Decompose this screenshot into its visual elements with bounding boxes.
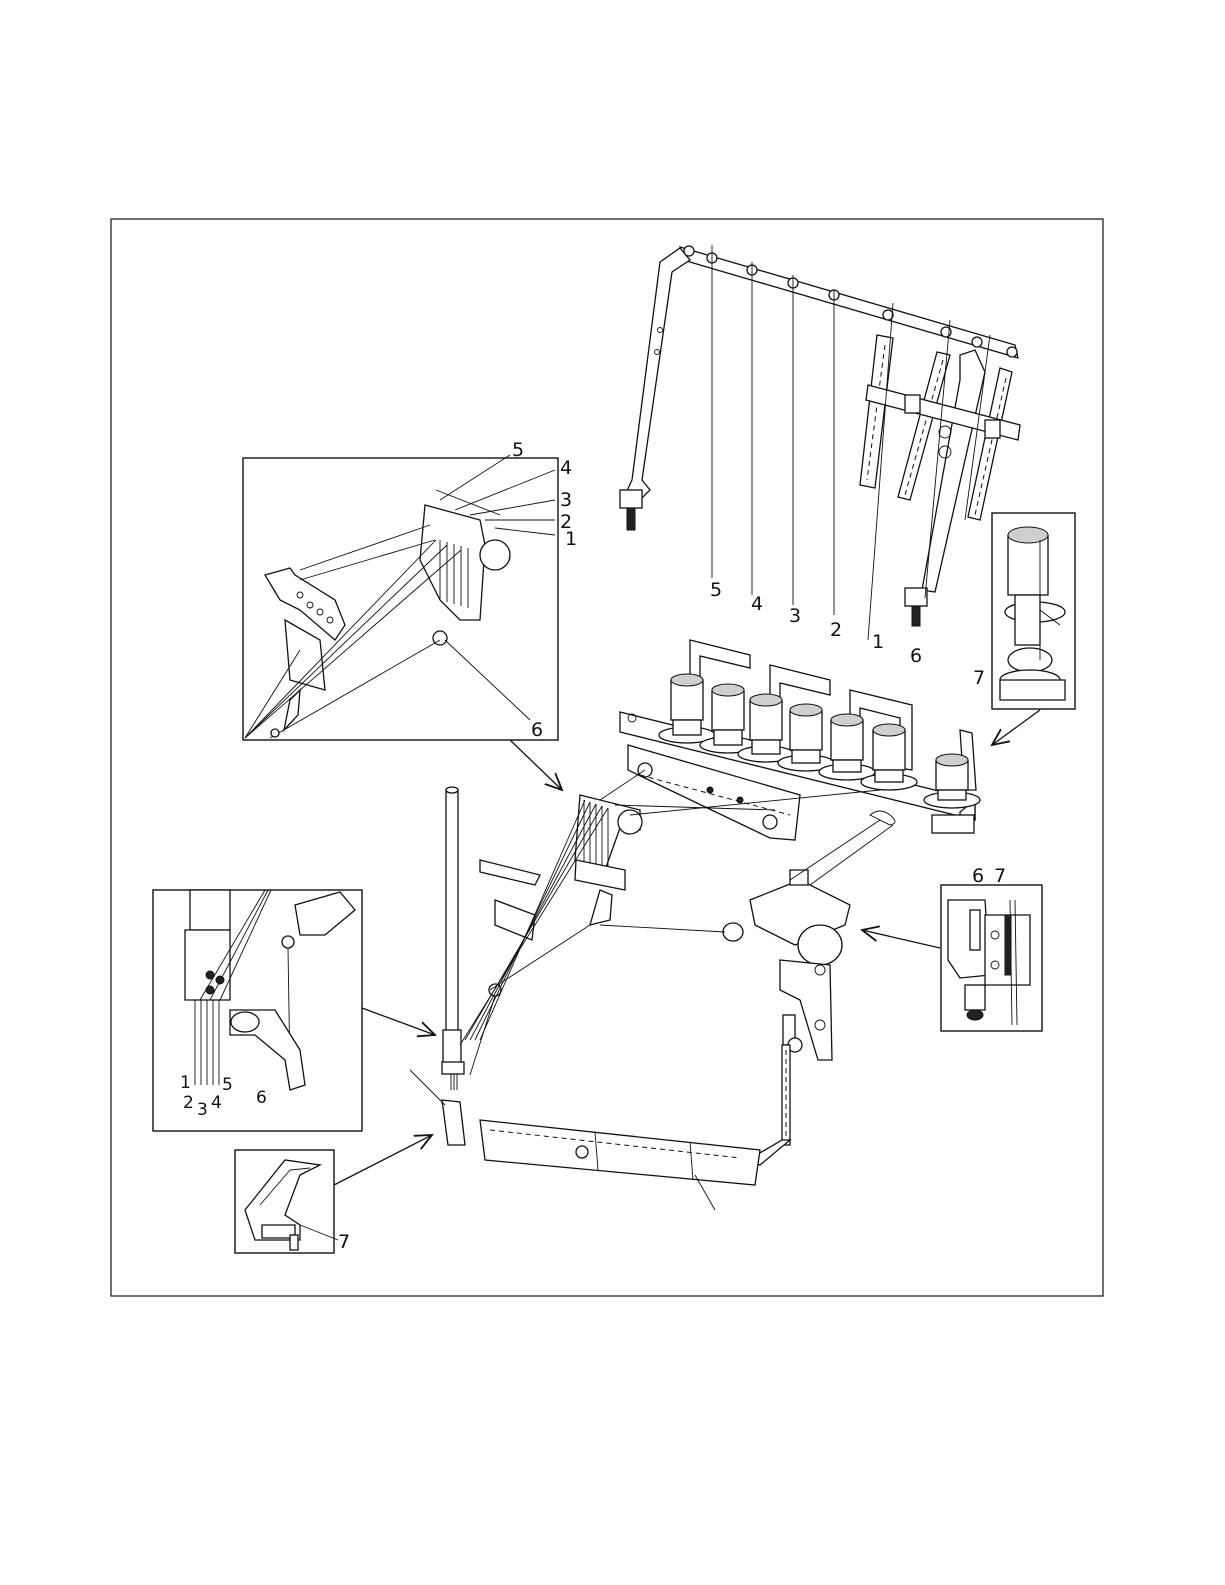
cone-rack bbox=[620, 640, 980, 840]
spool-2 bbox=[700, 684, 756, 753]
label-left-inset-2: 2 bbox=[183, 1093, 194, 1113]
spool-3 bbox=[738, 694, 794, 762]
label-left-inset-3: 3 bbox=[197, 1100, 208, 1120]
label-rack-5: 5 bbox=[710, 579, 722, 601]
label-top-inset-4: 4 bbox=[560, 457, 572, 479]
label-rack-2: 2 bbox=[830, 619, 842, 641]
spool-1 bbox=[659, 674, 715, 743]
labels-right-inset: 6 7 bbox=[972, 865, 1006, 887]
label-left-inset-4: 4 bbox=[211, 1093, 222, 1113]
label-left-inset-5: 5 bbox=[222, 1075, 233, 1095]
label-rack-6: 6 bbox=[910, 645, 922, 667]
inset-looper-tip bbox=[235, 1150, 334, 1253]
label-top-inset-1: 1 bbox=[565, 528, 577, 550]
label-top-inset-6: 6 bbox=[531, 719, 543, 741]
spool-5 bbox=[819, 714, 875, 780]
label-rack-1: 1 bbox=[872, 631, 884, 653]
label-rack-4: 4 bbox=[751, 593, 763, 615]
inset-thread-guide bbox=[243, 455, 558, 740]
inset-spool bbox=[992, 513, 1075, 709]
label-bottom-inset-7: 7 bbox=[338, 1231, 350, 1253]
label-left-inset-1: 1 bbox=[180, 1073, 191, 1093]
label-rack-3: 3 bbox=[789, 605, 801, 627]
label-right-inset-7: 7 bbox=[994, 865, 1006, 887]
inset-looper bbox=[941, 885, 1042, 1031]
label-rack-7: 7 bbox=[973, 667, 985, 689]
label-right-inset-6: 6 bbox=[972, 865, 984, 887]
label-top-inset-3: 3 bbox=[560, 489, 572, 511]
label-left-inset-6: 6 bbox=[256, 1088, 267, 1108]
spool-4 bbox=[778, 704, 834, 771]
label-top-inset-5: 5 bbox=[512, 439, 524, 461]
thread-stand bbox=[620, 246, 1020, 626]
labels-rack: 5 4 3 2 1 6 7 bbox=[710, 579, 985, 689]
